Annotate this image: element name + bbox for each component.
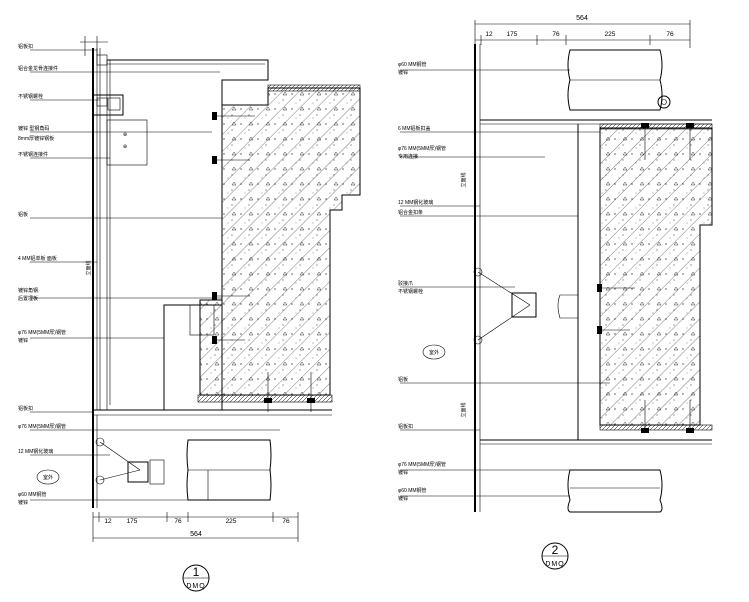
label-2-3: φ76 MM(5MM厚)钢管 bbox=[398, 145, 446, 152]
label-1-16: 镀锌 bbox=[18, 499, 28, 506]
detail-2-outdoor-tag: 室外 bbox=[429, 349, 439, 356]
dim-1-total: 564 bbox=[190, 531, 202, 538]
label-2-0: φ60 MM钢管 bbox=[398, 61, 427, 68]
detail-2-vertical-note-lower: 立面线 bbox=[460, 402, 467, 417]
label-1-6: 铝板 bbox=[18, 211, 28, 218]
label-1-9: 后置埋板 bbox=[18, 295, 38, 302]
label-1-8: 镀锌角钢 bbox=[18, 287, 38, 294]
detail-1-dimensions: 12 175 76 225 76 564 bbox=[92, 512, 299, 542]
label-2-12: 镀锌 bbox=[398, 469, 408, 476]
detail-1-outdoor-tag: 室外 bbox=[43, 474, 53, 481]
label-1-7: 4 MM铝单板 面板 bbox=[18, 255, 57, 262]
label-1-5: 不锈钢连接件 bbox=[18, 151, 48, 158]
label-2-4: 专用连接 bbox=[398, 153, 418, 160]
label-2-11: φ76 MM(5MM厚)钢管 bbox=[398, 461, 446, 468]
svg-text:⊕: ⊕ bbox=[123, 144, 127, 150]
label-2-8: 不锈钢螺栓 bbox=[398, 288, 423, 295]
detail-2-labels: φ60 MM钢管 镀锌 6 MM铝板扣盖 φ76 MM(5MM厚)钢管 专用连接… bbox=[398, 61, 658, 502]
label-2-14: 镀锌 bbox=[398, 495, 408, 502]
label-1-13: φ76 MM(5MM厚)钢管 bbox=[18, 423, 66, 430]
label-2-7: 驳接爪 bbox=[398, 280, 413, 287]
label-1-3: 镀锌 型钢角码 bbox=[18, 125, 49, 132]
label-1-1: 铝合金龙骨连接件 bbox=[18, 65, 58, 72]
dim-2-0: 12 bbox=[485, 31, 493, 38]
label-1-15: φ60 MM钢管 bbox=[18, 491, 47, 498]
dim-1-0: 12 bbox=[104, 518, 112, 525]
label-2-6: 铝合金扣条 bbox=[398, 209, 423, 216]
label-2-9: 铝板 bbox=[398, 376, 408, 383]
dim-1-1: 175 bbox=[127, 518, 138, 525]
detail-2: 564 12 175 76 225 76 bbox=[398, 15, 713, 570]
dim-2-3: 225 bbox=[605, 31, 616, 38]
dim-2-1: 175 bbox=[507, 31, 518, 38]
label-1-11: 镀锌 bbox=[18, 337, 28, 344]
detail-1-vertical-note: 立面线 bbox=[85, 260, 92, 275]
detail-2-dimensions: 564 12 175 76 225 76 bbox=[474, 15, 691, 48]
detail-1-code: DMQ bbox=[186, 583, 205, 590]
label-1-2: 不锈钢螺栓 bbox=[18, 93, 43, 100]
detail-2-vertical-note-upper: 立面线 bbox=[460, 172, 467, 187]
detail-1-number: 1 bbox=[193, 565, 200, 579]
dim-2-total: 564 bbox=[576, 15, 588, 22]
svg-text:⊕: ⊕ bbox=[123, 132, 127, 138]
label-2-13: φ60 MM钢管 bbox=[398, 487, 427, 494]
dim-1-2: 76 bbox=[174, 518, 182, 525]
label-1-12: 铝板扣 bbox=[18, 405, 33, 412]
label-2-2: 6 MM铝板扣盖 bbox=[398, 125, 431, 132]
detail-1: ⊕ ⊕ bbox=[18, 36, 361, 592]
dim-2-4: 76 bbox=[666, 31, 674, 38]
dim-1-3: 225 bbox=[226, 518, 237, 525]
label-1-0: 铝板扣 bbox=[18, 43, 33, 50]
detail-1-bubble: 1 DMQ bbox=[182, 564, 210, 592]
detail-1-labels: 铝板扣 铝合金龙骨连接件 不锈钢螺栓 镀锌 型钢角码 8mm厚镀锌钢板 不锈钢连… bbox=[18, 43, 280, 506]
label-1-10: φ76 MM(5MM厚)钢管 bbox=[18, 329, 66, 336]
dim-1-4: 76 bbox=[282, 518, 290, 525]
dim-2-2: 76 bbox=[552, 31, 560, 38]
detail-2-code: DMQ bbox=[545, 561, 564, 568]
detail-2-bubble: 2 DMQ bbox=[541, 542, 569, 570]
label-1-4: 8mm厚镀锌钢板 bbox=[18, 135, 54, 142]
label-2-1: 镀锌 bbox=[398, 69, 408, 76]
label-1-14: 12 MM钢化玻璃 bbox=[18, 448, 53, 455]
label-2-10: 铝板扣 bbox=[398, 423, 413, 430]
detail-2-number: 2 bbox=[552, 543, 559, 557]
label-2-5: 12 MM钢化玻璃 bbox=[398, 199, 433, 206]
